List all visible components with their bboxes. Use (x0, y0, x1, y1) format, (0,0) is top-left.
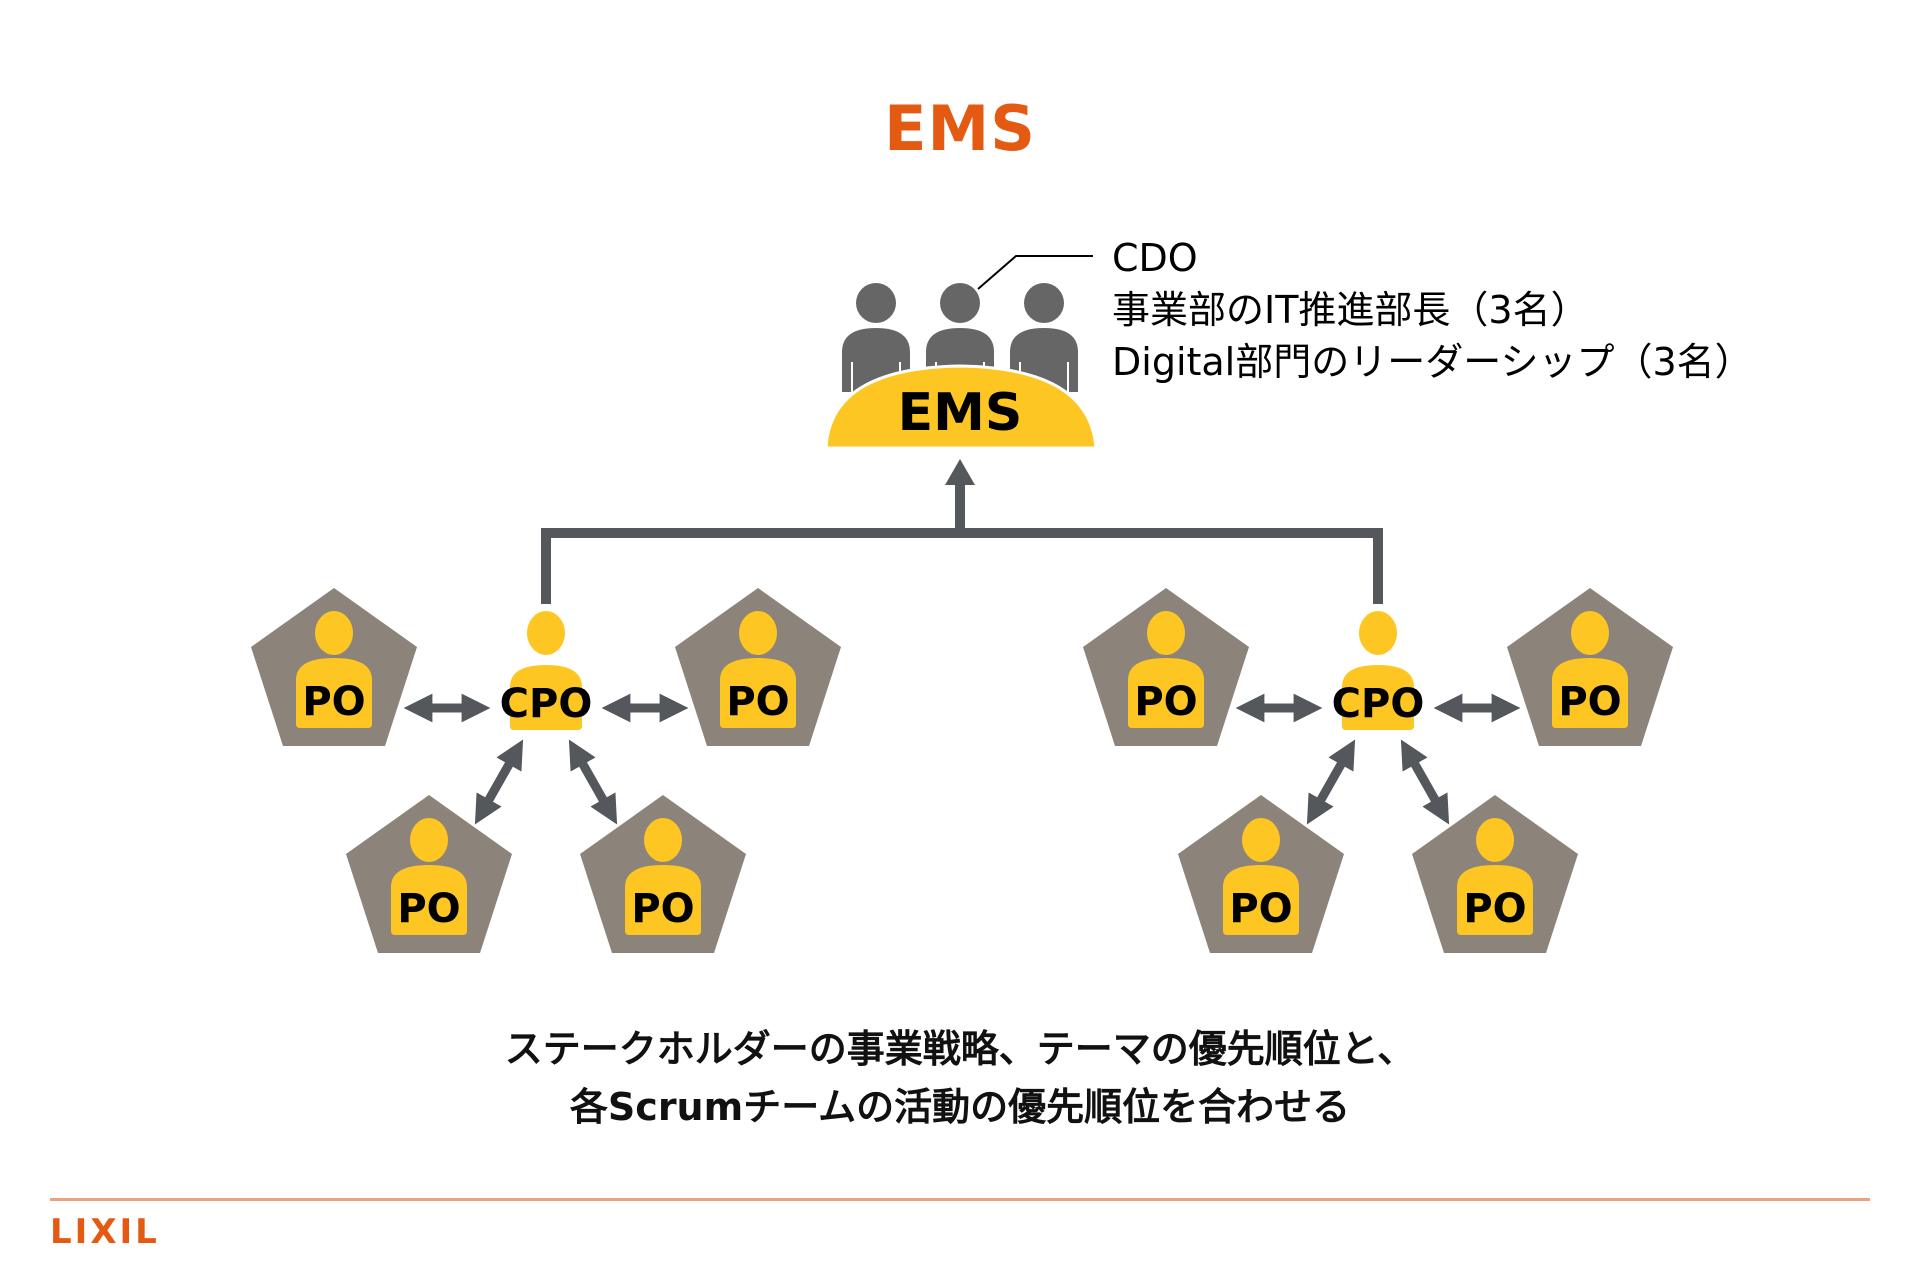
ems-member: CDO (1112, 236, 1198, 280)
lixil-logo: LIXIL (50, 1212, 160, 1252)
po-person-icon (720, 611, 796, 728)
po-person-icon (1128, 611, 1204, 728)
cpo-person-icon (510, 611, 582, 730)
po-label: PO (726, 679, 789, 725)
ems-dome (824, 364, 1098, 450)
bidirectional-arrow-icon (474, 739, 524, 825)
scrum-group: CPO PO PO PO PO (1083, 588, 1673, 953)
po-node: PO (675, 588, 841, 746)
po-node: PO (1178, 795, 1344, 953)
ems-member-list: CDO 事業部のIT推進部長（3名） Digital部門のリーダーシップ（3名） (1112, 232, 1753, 388)
cpo-node: CPO (1332, 611, 1425, 730)
up-arrow-icon (945, 459, 975, 485)
po-person-icon (1552, 611, 1628, 728)
po-node: PO (346, 795, 512, 953)
caption: ステークホルダーの事業戦略、テーマの優先順位と、 各Scrumチームの活動の優先… (0, 1020, 1920, 1136)
bidirectional-arrow-icon (568, 739, 618, 825)
po-label: PO (1463, 886, 1526, 932)
po-node: PO (1412, 795, 1578, 953)
po-person-icon (1457, 818, 1533, 935)
po-label: PO (631, 886, 694, 932)
caption-line: 各Scrumチームの活動の優先順位を合わせる (569, 1085, 1351, 1129)
po-node: PO (1083, 588, 1249, 746)
po-person-icon (1223, 818, 1299, 935)
po-person-icon (296, 611, 372, 728)
cpo-person-icon (1342, 611, 1414, 730)
ems-dome-label: EMS (898, 383, 1023, 443)
bidirectional-arrow-icon (1400, 739, 1450, 825)
callout-line (977, 255, 1093, 290)
cpo-label: CPO (500, 681, 593, 727)
cpo-node: CPO (500, 611, 593, 730)
ems-member: 事業部のIT推進部長（3名） (1112, 288, 1589, 332)
cpo-label: CPO (1332, 681, 1425, 727)
po-node: PO (1507, 588, 1673, 746)
po-node: PO (580, 795, 746, 953)
connector-bracket (541, 528, 1383, 604)
po-label: PO (1558, 679, 1621, 725)
bidirectional-arrow-icon (1306, 739, 1356, 825)
po-label: PO (1134, 679, 1197, 725)
po-person-icon (625, 818, 701, 935)
scrum-group: CPO PO PO PO PO (251, 588, 841, 953)
page-title: EMS (884, 92, 1036, 165)
caption-line: ステークホルダーの事業戦略、テーマの優先順位と、 (504, 1027, 1416, 1071)
po-node: PO (251, 588, 417, 746)
po-label: PO (1229, 886, 1292, 932)
po-label: PO (302, 679, 365, 725)
footer-divider (50, 1198, 1870, 1201)
ems-member: Digital部門のリーダーシップ（3名） (1112, 340, 1753, 384)
po-person-icon (391, 818, 467, 935)
po-label: PO (397, 886, 460, 932)
